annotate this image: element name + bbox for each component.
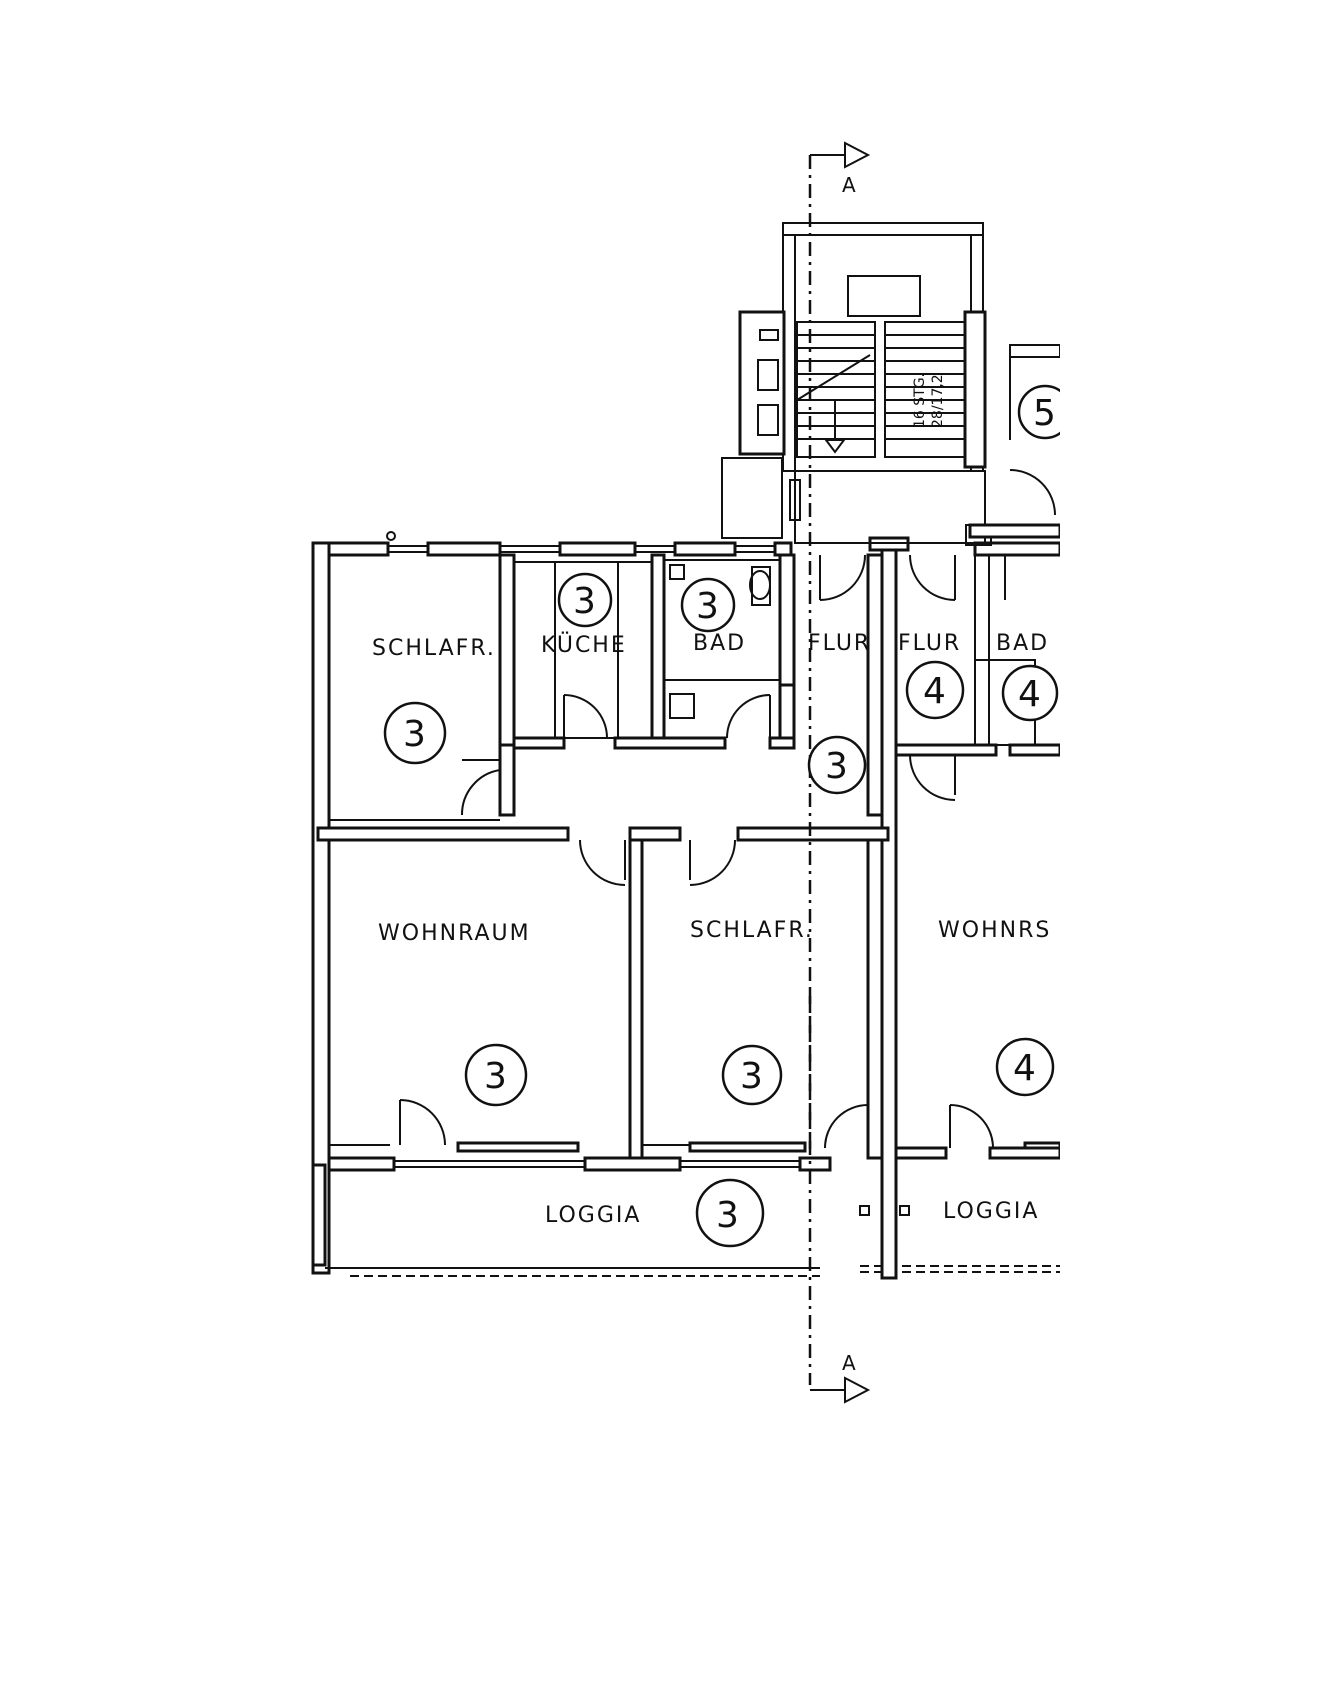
doors xyxy=(399,469,1056,1149)
room-label-loggia-left: LOGGIA xyxy=(545,1203,641,1228)
bath-fixtures xyxy=(663,559,781,719)
marker-schlafr-top: 3 xyxy=(383,701,447,765)
staircase xyxy=(721,222,992,546)
marker-schlafr-bottom: 3 xyxy=(721,1044,783,1106)
room-label-flur-2: FLUR xyxy=(898,631,961,656)
marker-flur-2-text: 4 xyxy=(923,671,946,712)
room-label-loggia-right: LOGGIA xyxy=(943,1199,1039,1224)
room-label-schlafr-top: SCHLAFR. xyxy=(372,636,496,661)
marker-bad: 3 xyxy=(680,577,736,633)
marker-bad-text: 3 xyxy=(696,586,719,627)
room-label-bad: BAD xyxy=(693,631,746,656)
marker-wohnraum-text: 3 xyxy=(484,1056,507,1097)
marker-flur-text: 3 xyxy=(825,746,848,787)
marker-wohnraum-right-text: 4 xyxy=(1013,1048,1036,1089)
stair-label-dimensions: 28/17,2 xyxy=(930,374,946,428)
marker-loggia: 3 xyxy=(695,1178,765,1248)
outer-walls xyxy=(311,531,1062,1280)
marker-wohnraum: 3 xyxy=(464,1043,528,1107)
room-label-schlafr-bottom: SCHLAFR. xyxy=(690,918,814,943)
marker-schlafr-top-text: 3 xyxy=(403,714,426,755)
marker-stair-right: 5 xyxy=(1017,384,1073,440)
loggia-posts xyxy=(859,1205,910,1216)
marker-bad-right-text: 4 xyxy=(1018,674,1041,715)
kitchen-fixtures xyxy=(513,561,653,739)
marker-stair-right-text: 5 xyxy=(1033,393,1056,434)
room-label-flur-1: FLUR xyxy=(808,631,871,656)
marker-loggia-text: 3 xyxy=(716,1195,739,1236)
room-label-bad-right: BAD xyxy=(996,631,1049,656)
stair-label-steps: 16 STG. xyxy=(912,373,928,428)
room-label-wohnraum-right: WOHNRS xyxy=(938,918,1051,943)
marker-flur-2: 4 xyxy=(905,660,965,720)
section-label-bottom: A xyxy=(842,1351,856,1375)
marker-bad-right: 4 xyxy=(1001,664,1059,722)
section-label-top: A xyxy=(842,173,856,197)
room-label-wohnraum: WOHNRAUM xyxy=(378,921,531,946)
crop-mask xyxy=(1060,0,1319,1695)
marker-schlafr-bottom-text: 3 xyxy=(740,1056,763,1097)
marker-kueche-text: 3 xyxy=(573,581,596,622)
marker-flur: 3 xyxy=(807,735,867,795)
marker-wohnraum-right: 4 xyxy=(995,1037,1055,1097)
room-label-kueche: KÜCHE xyxy=(541,632,627,658)
marker-kueche: 3 xyxy=(557,572,613,628)
